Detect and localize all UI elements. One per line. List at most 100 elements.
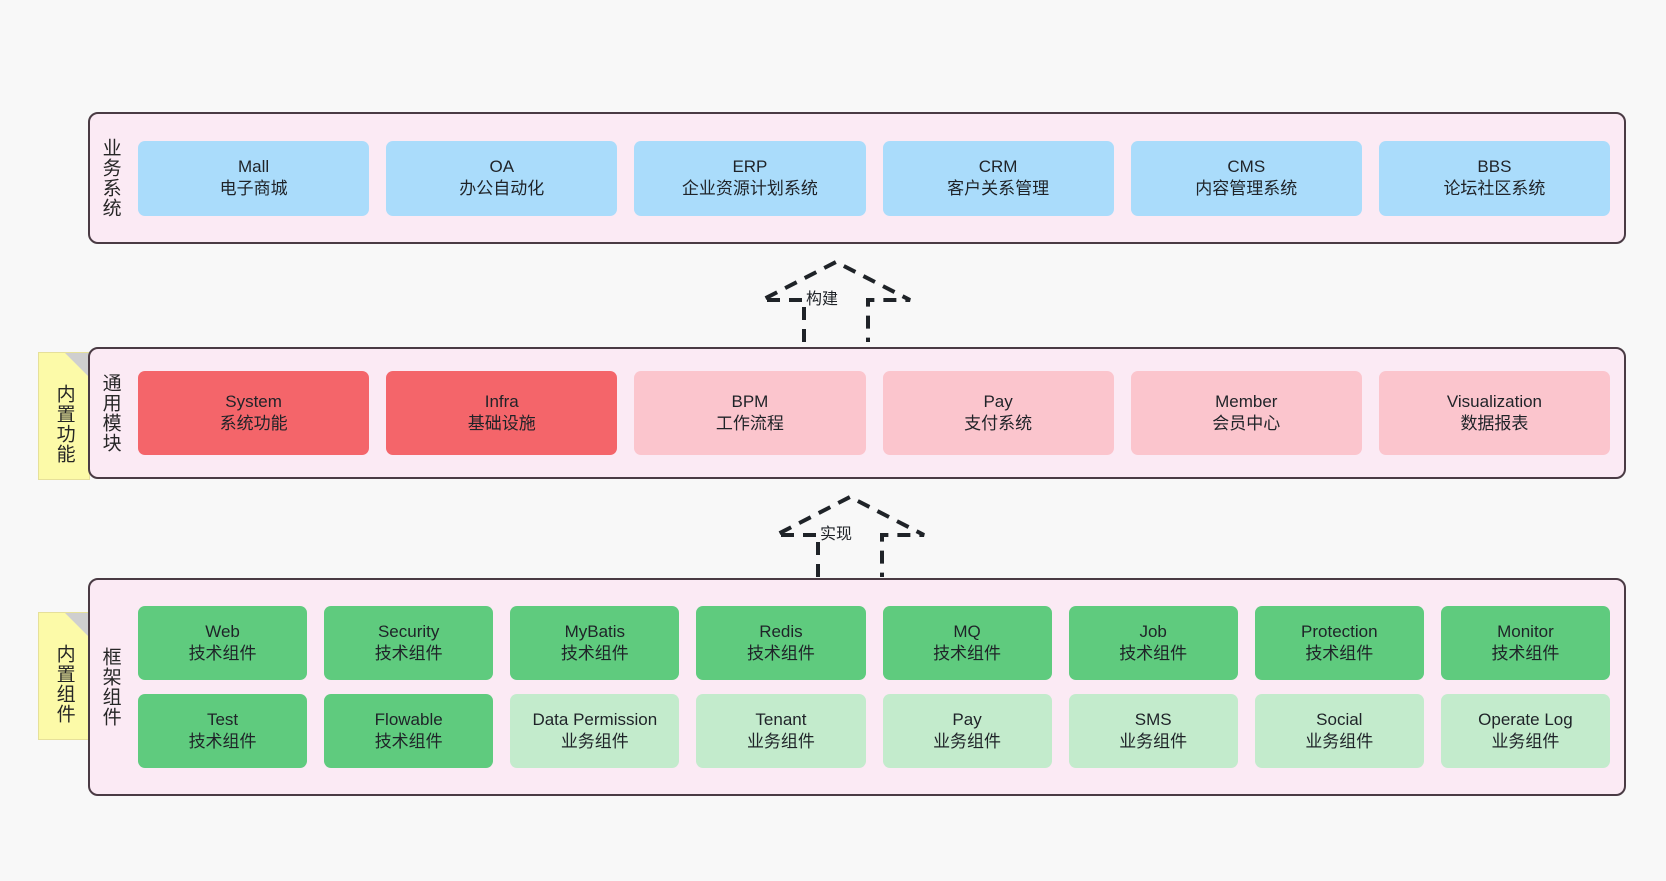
card-operate-log[interactable]: Operate Log 业务组件 <box>1440 694 1610 768</box>
card-title: ERP <box>732 156 768 176</box>
card-title: Security <box>377 621 440 641</box>
card-title: Member <box>1215 391 1278 411</box>
card-monitor[interactable]: Monitor 技术组件 <box>1440 606 1610 680</box>
card-subtitle: 数据报表 <box>1460 414 1529 433</box>
card-subtitle: 论坛社区系统 <box>1443 179 1546 198</box>
card-infra[interactable]: Infra 基础设施 <box>386 371 618 455</box>
card-subtitle: 技术组件 <box>188 644 257 663</box>
card-title: Web <box>205 621 240 641</box>
card-subtitle: 技术组件 <box>188 732 257 751</box>
card-subtitle: 技术组件 <box>1305 644 1374 663</box>
card-cms[interactable]: CMS 内容管理系统 <box>1130 140 1362 216</box>
layer-framework-component: 框架组件 Web 技术组件 Security 技术组件 MyBatis 技术组件… <box>88 578 1626 796</box>
card-visualization[interactable]: Visualization 数据报表 <box>1378 371 1611 455</box>
card-job[interactable]: Job 技术组件 <box>1068 606 1238 680</box>
layer-label-business-system: 业务系统 <box>99 138 121 218</box>
card-mall[interactable]: Mall 电子商城 <box>138 140 370 216</box>
card-title: OA <box>489 156 515 176</box>
sticky-note-builtin-component: 内置组件 <box>38 612 90 740</box>
card-title: Social <box>1316 709 1363 729</box>
card-subtitle: 技术组件 <box>374 732 443 751</box>
card-protection[interactable]: Protection 技术组件 <box>1254 606 1424 680</box>
card-data-permission[interactable]: Data Permission 业务组件 <box>510 694 680 768</box>
card-flowable[interactable]: Flowable 技术组件 <box>324 694 494 768</box>
card-web[interactable]: Web 技术组件 <box>138 606 308 680</box>
card-title: Monitor <box>1497 621 1554 641</box>
card-title: Operate Log <box>1478 709 1573 729</box>
card-title: Flowable <box>374 709 443 729</box>
card-subtitle: 业务组件 <box>1119 732 1188 751</box>
card-pay-component[interactable]: Pay 业务组件 <box>882 694 1052 768</box>
card-system[interactable]: System 系统功能 <box>138 371 370 455</box>
card-subtitle: 办公自动化 <box>459 179 545 198</box>
card-subtitle: 技术组件 <box>560 644 629 663</box>
card-title: BPM <box>731 391 769 411</box>
card-title: MyBatis <box>564 621 626 641</box>
layer-body-common-module: System 系统功能 Infra 基础设施 BPM 工作流程 Pay 支付系统… <box>130 349 1624 477</box>
card-crm[interactable]: CRM 客户关系管理 <box>882 140 1114 216</box>
card-title: Job <box>1139 621 1167 641</box>
implement-arrow-icon <box>775 494 925 577</box>
card-title: Protection <box>1301 621 1378 641</box>
connector-implement-label: 实现 <box>820 526 853 543</box>
card-subtitle: 业务组件 <box>1491 732 1560 751</box>
card-subtitle: 业务组件 <box>933 732 1002 751</box>
note-fold-corner-icon <box>65 353 89 377</box>
card-erp[interactable]: ERP 企业资源计划系统 <box>634 140 866 216</box>
card-test[interactable]: Test 技术组件 <box>138 694 308 768</box>
card-bbs[interactable]: BBS 论坛社区系统 <box>1378 140 1611 216</box>
card-title: Infra <box>484 391 519 411</box>
card-title: CMS <box>1227 156 1266 176</box>
card-subtitle: 技术组件 <box>746 644 815 663</box>
card-title: BBS <box>1477 156 1512 176</box>
card-subtitle: 支付系统 <box>964 414 1033 433</box>
card-mybatis[interactable]: MyBatis 技术组件 <box>510 606 680 680</box>
card-title: Test <box>206 709 239 729</box>
card-security[interactable]: Security 技术组件 <box>324 606 494 680</box>
card-subtitle: 技术组件 <box>933 644 1002 663</box>
card-subtitle: 客户关系管理 <box>947 179 1050 198</box>
card-title: Mall <box>238 156 270 176</box>
card-title: Pay <box>952 709 982 729</box>
card-subtitle: 工作流程 <box>715 414 784 433</box>
layer-business-system: 业务系统 Mall 电子商城 OA 办公自动化 ERP 企业资源计划系统 CRM… <box>88 112 1626 244</box>
card-tenant[interactable]: Tenant 业务组件 <box>696 694 866 768</box>
card-social[interactable]: Social 业务组件 <box>1254 694 1424 768</box>
card-title: System <box>225 391 282 411</box>
card-subtitle: 企业资源计划系统 <box>681 179 818 198</box>
card-title: Data Permission <box>532 709 658 729</box>
card-subtitle: 业务组件 <box>560 732 629 751</box>
card-pay-module[interactable]: Pay 支付系统 <box>882 371 1114 455</box>
layer-common-module: 通用模块 System 系统功能 Infra 基础设施 BPM 工作流程 Pay… <box>88 347 1626 479</box>
card-subtitle: 业务组件 <box>746 732 815 751</box>
layer-body-framework-component: Web 技术组件 Security 技术组件 MyBatis 技术组件 Redi… <box>130 580 1624 794</box>
card-subtitle: 电子商城 <box>219 179 288 198</box>
card-subtitle: 业务组件 <box>1305 732 1374 751</box>
build-arrow-icon <box>761 259 911 342</box>
note-fold-corner-icon <box>65 613 89 637</box>
card-oa[interactable]: OA 办公自动化 <box>386 140 618 216</box>
sticky-note-builtin-function: 内置功能 <box>38 352 90 480</box>
connector-implement: 实现 <box>770 493 930 579</box>
layer-label-common-module: 通用模块 <box>99 373 121 453</box>
card-mq[interactable]: MQ 技术组件 <box>882 606 1052 680</box>
card-title: CRM <box>978 156 1018 176</box>
card-title: Tenant <box>755 709 807 729</box>
card-title: MQ <box>953 621 981 641</box>
card-title: Pay <box>983 391 1013 411</box>
layer-body-business-system: Mall 电子商城 OA 办公自动化 ERP 企业资源计划系统 CRM 客户关系… <box>130 114 1624 242</box>
card-subtitle: 技术组件 <box>374 644 443 663</box>
connector-build: 构建 <box>756 258 916 344</box>
card-subtitle: 系统功能 <box>219 414 288 433</box>
card-title: Visualization <box>1446 391 1543 411</box>
card-row: System 系统功能 Infra 基础设施 BPM 工作流程 Pay 支付系统… <box>138 371 1611 455</box>
card-bpm[interactable]: BPM 工作流程 <box>634 371 866 455</box>
card-redis[interactable]: Redis 技术组件 <box>696 606 866 680</box>
sticky-note-label: 内置组件 <box>53 644 75 724</box>
card-member[interactable]: Member 会员中心 <box>1130 371 1362 455</box>
card-subtitle: 技术组件 <box>1491 644 1560 663</box>
sticky-note-label: 内置功能 <box>53 384 75 464</box>
card-subtitle: 内容管理系统 <box>1195 179 1298 198</box>
card-sms[interactable]: SMS 业务组件 <box>1068 694 1238 768</box>
